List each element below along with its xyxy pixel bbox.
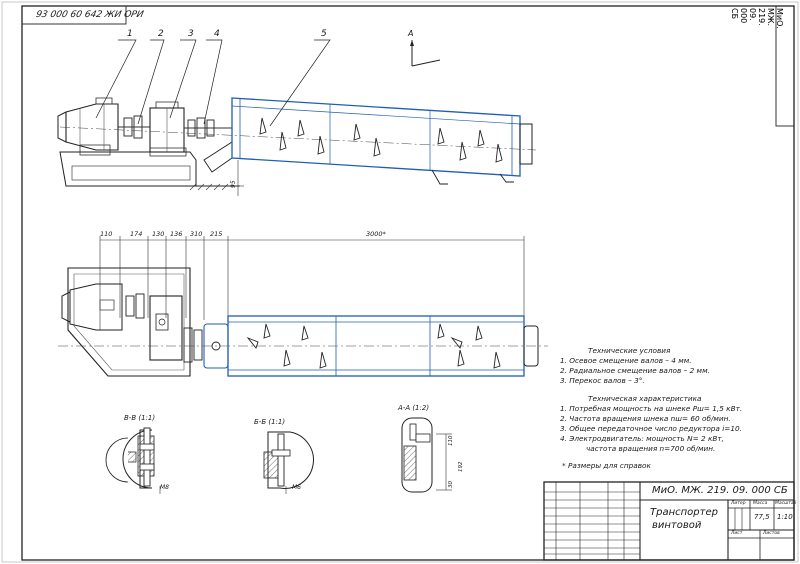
plan-view [58,236,548,377]
top-code-label: 93 000 60 642 ЖИ ОРИ [34,10,145,20]
section-bb [263,431,314,494]
tech-conditions-title: Технические условия [588,346,671,355]
callout-5: 5 [321,29,327,39]
tech-conditions: Технические условия 1. Осевое смещение в… [560,346,710,386]
top-code-box [21,5,127,25]
dim-136: 136 [170,230,183,238]
dim-215: 215 [210,230,223,238]
col-litera: Литер [731,501,746,506]
dim-m6: М6 [292,484,301,491]
dim-m8: М8 [160,484,169,491]
section-aa [401,417,452,493]
motor-body [65,103,119,151]
tech-spec-line: 4. Электродвигатель: мощность N= 2 кВт, [560,434,724,443]
tech-condition-line: 2. Радиальное смещение валов – 2 мм. [560,366,710,375]
section-bb-title: Б-Б (1:1) [254,418,286,426]
dim-3000: 3000* [366,230,386,238]
tech-spec-line: 3. Общее передаточное число редуктора i=… [560,424,742,433]
dim-aa-2: 192 [458,461,464,473]
tech-spec-line: частота вращения n=700 об/мин. [586,444,716,453]
dim-310: 310 [190,230,203,238]
tech-specs-title: Техническая характеристика [588,394,702,403]
mass-value: 77,5 [754,513,770,521]
drawing-frame [21,5,795,561]
section-aa-title: А-А (1:2) [398,404,430,412]
callout-4: 4 [214,29,220,39]
tech-condition-line: 3. Перекос валов – 3°. [560,376,645,385]
callout-1: 1 [127,29,133,39]
product-name-1: Транспортер [650,507,718,518]
reference-note: * Размеры для справок [562,461,651,470]
height-dim: 95 [230,180,237,188]
corner-code-box [775,5,795,127]
dim-130: 130 [152,230,165,238]
title-block [543,481,795,561]
callout-leaders [95,39,331,127]
sheets-label: Листов [763,531,780,536]
product-name-2: винтовой [652,520,702,531]
col-mass: Масса [753,501,768,506]
dim-174: 174 [130,230,143,238]
elevation-view [57,40,537,196]
dim-aa-1: 110 [448,435,454,447]
col-scale: Масштаб [775,501,797,506]
tech-spec-line: 2. Частота вращения шнека nш= 60 об/мин. [560,414,731,423]
section-vv-title: В-В (1:1) [124,414,156,422]
doc-code: МиО. МЖ. 219. 09. 000 СБ [652,485,788,496]
callout-2: 2 [158,29,164,39]
tech-condition-line: 1. Осевое смещение валов – 4 мм. [560,356,692,365]
sheet-label: Лист [731,531,743,536]
section-vv [105,427,161,494]
dim-aa-3: 30 [448,481,454,488]
dim-110: 110 [100,230,113,238]
corner-code-label: МиО. МЖ. 219. 09. 000 СБ [730,6,790,126]
scale-value: 1:10 [777,513,793,521]
screw-trough [231,97,521,177]
tech-spec-line: 1. Потребная мощность на шнеке Pш= 1,5 к… [560,404,743,413]
tech-specs: Техническая характеристика 1. Потребная … [560,394,742,454]
corner-code-text: МиО. МЖ. 219. 09. 000 СБ [730,8,784,29]
callout-3: 3 [188,29,194,39]
view-arrow-label: А [408,29,414,38]
